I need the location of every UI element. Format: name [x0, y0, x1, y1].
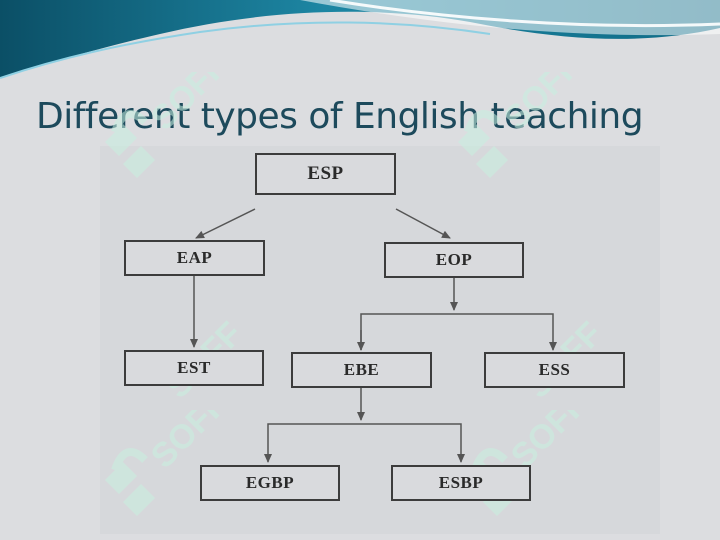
edge-esp-eap: [195, 208, 256, 239]
edge-ebe-esbp: [361, 423, 465, 463]
node-esbp: ESBP: [391, 465, 531, 501]
node-ebe: EBE: [291, 352, 432, 388]
watermark-logo: SOFF: [105, 72, 235, 178]
edge-esp-eop: [395, 208, 451, 239]
watermark-logo: SOFF: [458, 72, 588, 178]
node-eap: EAP: [124, 240, 265, 276]
watermark-logo: SOFF: [105, 410, 235, 516]
edge-eop-ess: [454, 313, 557, 351]
edge-eop-ebe: [360, 313, 454, 350]
node-egbp: EGBP: [200, 465, 340, 501]
node-eop: EOP: [384, 242, 524, 278]
node-ess: ESS: [484, 352, 625, 388]
edge-ebe-egbp: [264, 423, 361, 463]
header-wave-decoration: [0, 0, 720, 79]
node-esp: ESP: [255, 153, 396, 195]
node-est: EST: [124, 350, 264, 386]
